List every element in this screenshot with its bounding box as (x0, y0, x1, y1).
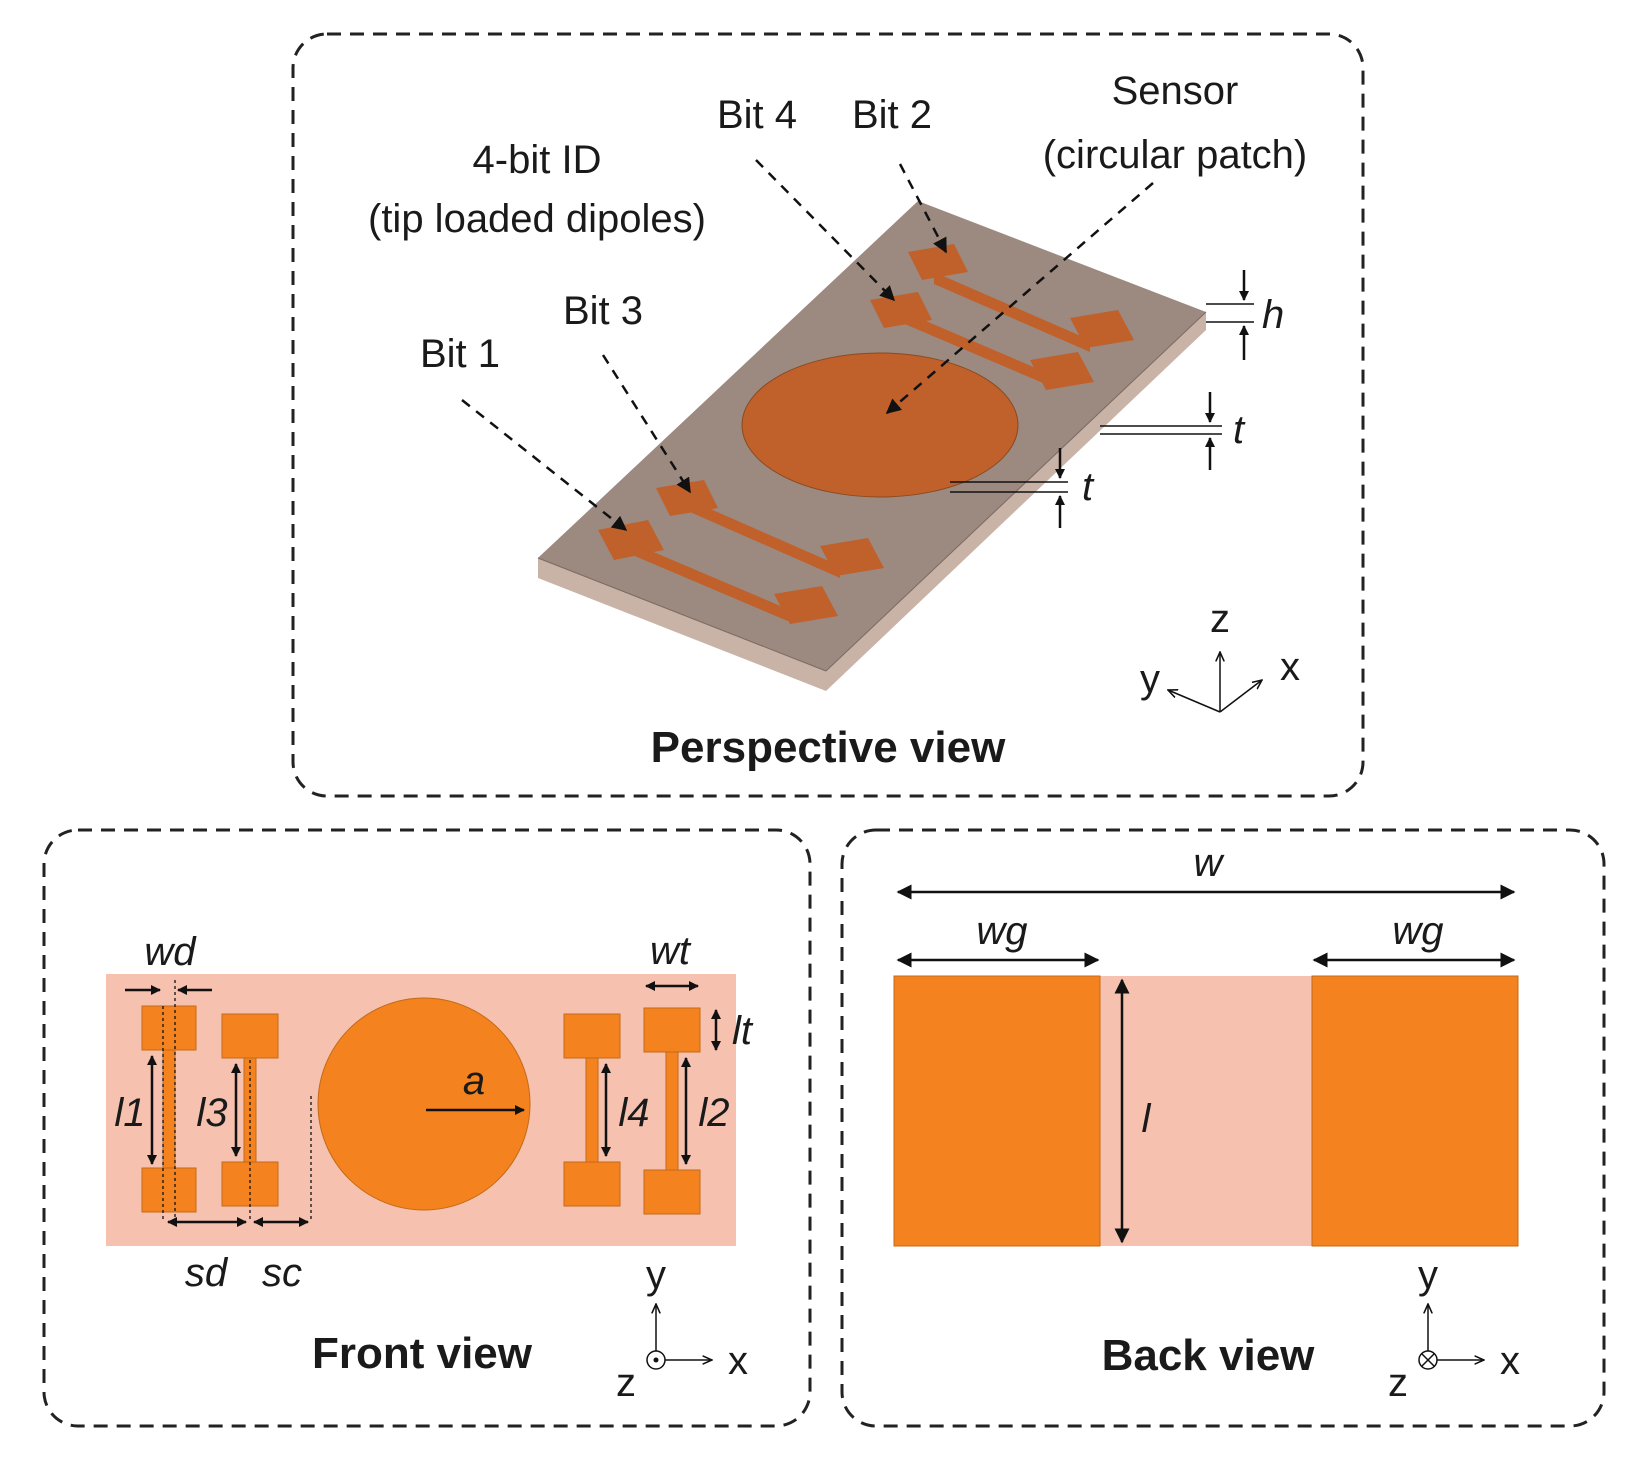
back-panel: w wg wg l y x z Back view (840, 828, 1606, 1428)
dim-lt-label: lt (732, 1009, 754, 1053)
axis-z-label: z (1210, 597, 1230, 641)
sensor-circular-patch (317, 997, 531, 1211)
axis-y-label: y (646, 1253, 666, 1297)
axis-x-label: x (1280, 645, 1300, 689)
dipole-bit1-3d (598, 520, 838, 624)
bit3-pointer (601, 354, 692, 494)
back-panel-border (840, 828, 1606, 1428)
dim-sd-label: sd (185, 1251, 229, 1295)
dim-wg-left-label: wg (976, 909, 1027, 953)
axis-z-label: z (616, 1361, 636, 1405)
dim-h: h (1206, 270, 1284, 360)
dim-wd-label: wd (144, 930, 197, 974)
sensor-patch-outline (741, 352, 1019, 498)
dim-l3-label: l3 (196, 1091, 227, 1135)
dim-l-label: l (1142, 1097, 1152, 1141)
substrate-right-face (826, 312, 1206, 691)
axes-back: y x z (1388, 1253, 1520, 1405)
dim-sc-label: sc (262, 1251, 302, 1295)
z-into-page-cross (1421, 1353, 1435, 1367)
dim-l2-label: l2 (698, 1091, 729, 1135)
perspective-panel: 4-bit ID (tip loaded dipoles) Sensor (ci… (291, 32, 1365, 798)
dim-l1-label: l1 (114, 1091, 145, 1135)
y-axis-arrow (1168, 690, 1221, 713)
dim-t-upper-label: t (1233, 408, 1246, 452)
ground-plane-right (1311, 975, 1519, 1247)
axes-3d: z x y (1140, 597, 1300, 713)
bit4-pointer (755, 159, 896, 302)
perspective-view-title: Perspective view (651, 723, 1006, 772)
bit4-label: Bit 4 (717, 93, 797, 137)
ground-plane-left (893, 975, 1101, 1247)
sensor-pointer (885, 182, 1154, 414)
sensor-label-line2: (circular patch) (1043, 133, 1308, 177)
dim-wg-right-label: wg (1392, 909, 1443, 953)
dipole-l2 (643, 1007, 701, 1215)
dim-l4-label: l4 (618, 1091, 649, 1135)
front-panel-border (42, 828, 812, 1428)
sensor-circular-patch-3d (742, 353, 1018, 497)
axis-y-label: y (1418, 1253, 1438, 1297)
back-view-title: Back view (1102, 1331, 1316, 1380)
front-panel: wd wt lt l1 l3 l4 l2 a sd sc y (42, 828, 812, 1428)
id-label-line2: (tip loaded dipoles) (368, 197, 706, 241)
dipole-bit3-3d (656, 480, 884, 578)
dim-w-label: w (1194, 841, 1226, 885)
axes-front: y x z (616, 1253, 748, 1405)
axis-x-label: x (728, 1339, 748, 1383)
dim-t-lower: t (950, 448, 1095, 528)
x-axis-arrow (1219, 680, 1262, 713)
bit2-label: Bit 2 (852, 93, 932, 137)
board-edge (537, 557, 827, 672)
sensor-label-line1: Sensor (1112, 69, 1239, 113)
bit1-label: Bit 1 (420, 332, 500, 376)
dim-t-lower-label: t (1082, 465, 1095, 509)
id-label-line1: 4-bit ID (473, 138, 602, 182)
dim-wt-label: wt (650, 929, 692, 973)
substrate-front-face (538, 558, 826, 691)
front-view-title: Front view (312, 1329, 533, 1378)
dipole-bit2-3d (908, 244, 1134, 352)
perspective-panel-border (291, 32, 1365, 798)
dipole-l4 (563, 1013, 621, 1207)
axis-x-label: x (1500, 1339, 1520, 1383)
dipole-l1 (141, 1005, 197, 1213)
axis-z-label: z (1388, 1361, 1408, 1405)
dipole-l3 (221, 1013, 279, 1207)
axis-y-label: y (1140, 657, 1160, 701)
dim-h-label: h (1262, 293, 1284, 337)
bit3-label: Bit 3 (563, 289, 643, 333)
dim-t-upper: t (1100, 392, 1246, 470)
dim-a-label: a (463, 1059, 485, 1103)
z-out-of-page-dot (653, 1357, 659, 1363)
